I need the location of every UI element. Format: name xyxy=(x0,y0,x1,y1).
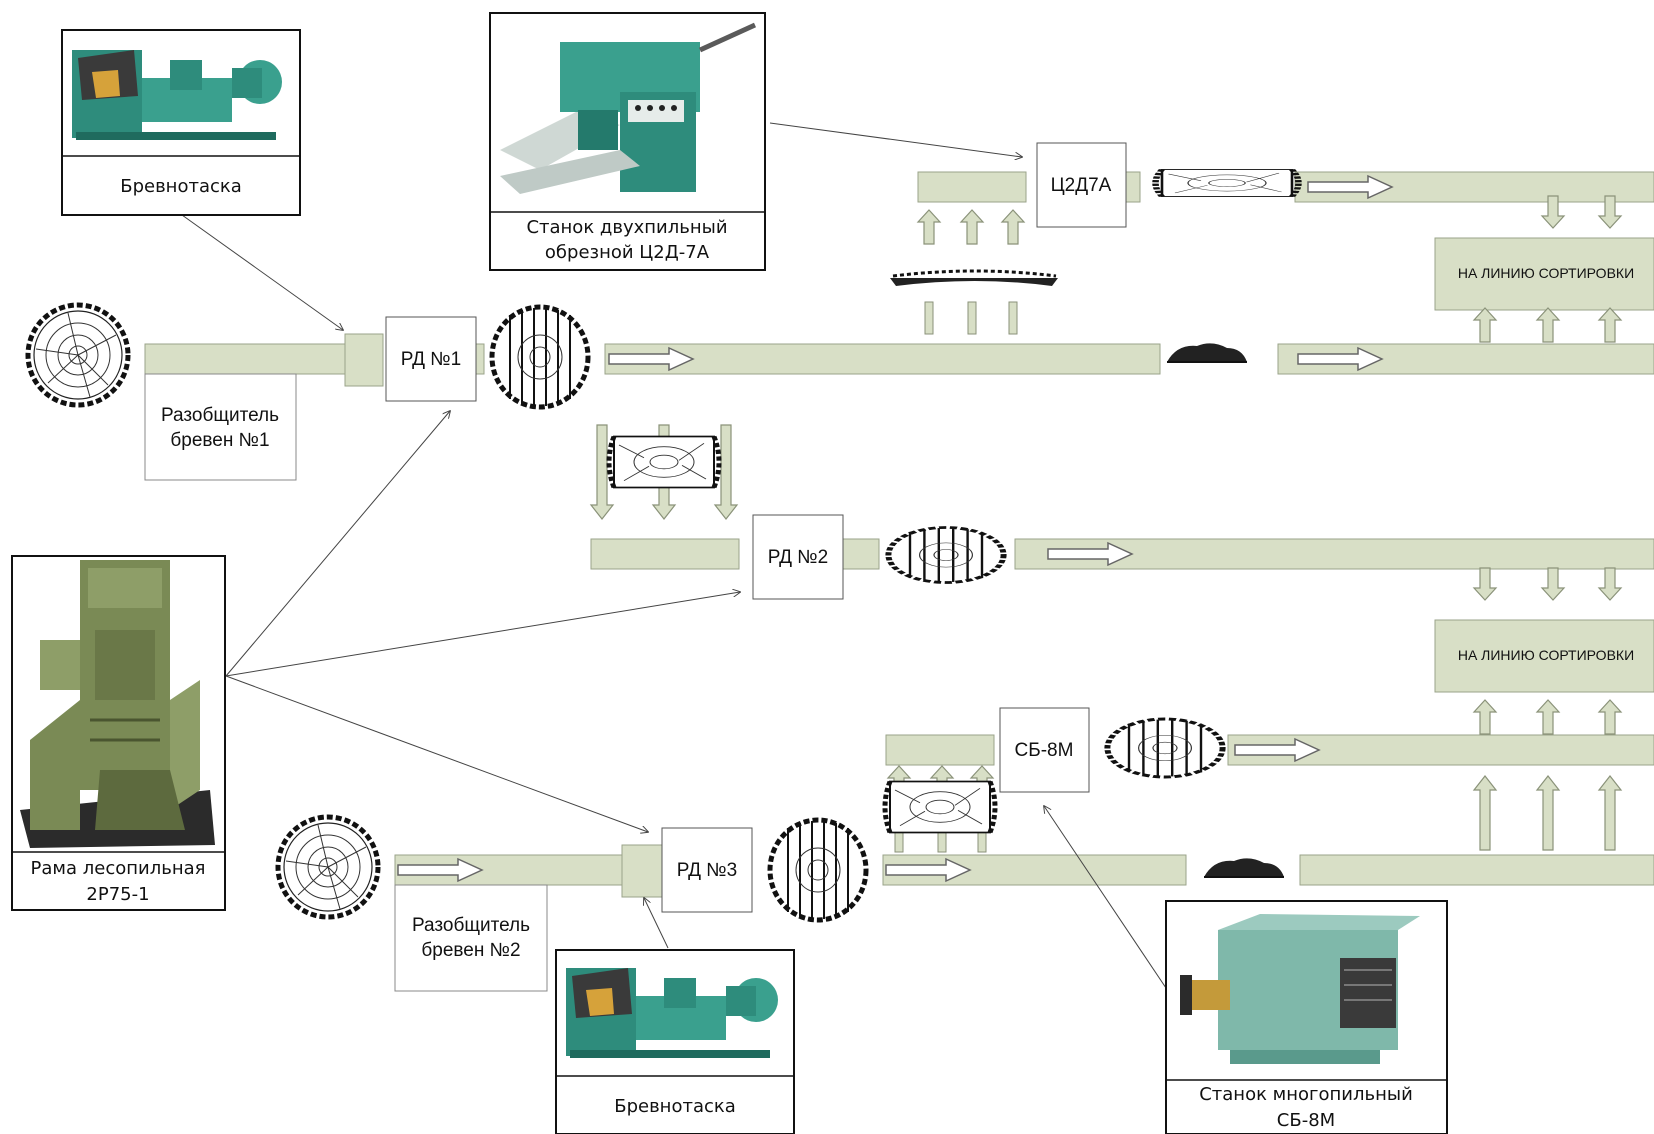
sawn-log-icon xyxy=(492,307,588,407)
cant-icon xyxy=(609,437,719,488)
log-haul-bottom-card[interactable]: Бревнотаска xyxy=(555,949,795,1134)
cant-icon xyxy=(885,782,995,833)
sawframe-line1: Рама лесопильная xyxy=(31,858,206,879)
sawframe-image xyxy=(20,560,215,848)
sb8m-machine-image xyxy=(1180,914,1420,1064)
c2d7a-label: Ц2Д7А xyxy=(1051,175,1112,196)
sawframe-line2: 2Р75-1 xyxy=(86,884,149,905)
slab-icon xyxy=(1166,342,1248,363)
separator-2-box: Разобщитель бревен №2 xyxy=(394,884,548,992)
c2d7a-machine-line2: обрезной Ц2Д-7А xyxy=(545,242,710,263)
leader-lines xyxy=(181,122,1167,989)
rd2-label: РД №2 xyxy=(768,547,829,568)
c2d7a-machine-line1: Станок двухпильный xyxy=(526,217,727,238)
log-haul-top-card[interactable]: Бревнотаска xyxy=(61,29,301,216)
separator-1-line1: Разобщитель xyxy=(161,405,279,426)
separator-1-box: Разобщитель бревен №1 xyxy=(144,373,297,481)
slab-icon xyxy=(890,269,1058,286)
c2d7a-box[interactable]: Ц2Д7А xyxy=(1036,142,1127,228)
sb8m-machine-card[interactable]: Станок многопильный СБ-8М xyxy=(1165,900,1448,1134)
log-haul-image xyxy=(566,968,778,1058)
sorting-label-top: НА ЛИНИЮ СОРТИРОВКИ xyxy=(1458,265,1634,281)
rd3-label: РД №3 xyxy=(677,860,738,881)
arrows-to-sorting-bottom xyxy=(1473,567,1622,851)
conveyor-row-1 xyxy=(144,333,1654,387)
sb8m-label: СБ-8М xyxy=(1015,740,1074,761)
sawn-log-icon xyxy=(770,820,866,920)
sawn-log-icon xyxy=(1107,719,1222,777)
log-end-icon xyxy=(278,817,378,917)
c2d7a-machine-card[interactable]: Станок двухпильный обрезной Ц2Д-7А xyxy=(489,12,766,271)
sawn-log-icon xyxy=(888,528,1003,583)
separator-1-line2: бревен №1 xyxy=(170,430,269,451)
sorting-box-bottom: НА ЛИНИЮ СОРТИРОВКИ xyxy=(1434,619,1654,693)
log-haul-top-label: Бревнотаска xyxy=(120,176,242,197)
c2d7a-machine-image xyxy=(500,22,757,194)
cant-icon xyxy=(1156,170,1299,197)
rd3-box[interactable]: РД №3 xyxy=(661,827,753,913)
rd2-box[interactable]: РД №2 xyxy=(752,514,844,600)
sb8m-machine-line2: СБ-8М xyxy=(1277,1110,1335,1131)
sb8m-machine-line1: Станок многопильный xyxy=(1199,1084,1413,1105)
conveyor-row-3 xyxy=(394,844,1654,898)
sorting-box-top: НА ЛИНИЮ СОРТИРОВКИ xyxy=(1434,237,1654,311)
slab-icon xyxy=(1203,857,1285,878)
separator-2-line1: Разобщитель xyxy=(412,915,530,936)
sawframe-card[interactable]: Рама лесопильная 2Р75-1 xyxy=(11,555,226,911)
sorting-label-bottom: НА ЛИНИЮ СОРТИРОВКИ xyxy=(1458,647,1634,663)
separator-2-line2: бревен №2 xyxy=(421,940,520,961)
log-haul-bottom-label: Бревнотаска xyxy=(614,1096,736,1117)
sb8m-box[interactable]: СБ-8М xyxy=(999,707,1090,793)
rd1-box[interactable]: РД №1 xyxy=(385,316,477,402)
log-haul-image xyxy=(72,50,282,140)
rd1-label: РД №1 xyxy=(401,349,462,370)
log-end-icon xyxy=(28,305,128,405)
